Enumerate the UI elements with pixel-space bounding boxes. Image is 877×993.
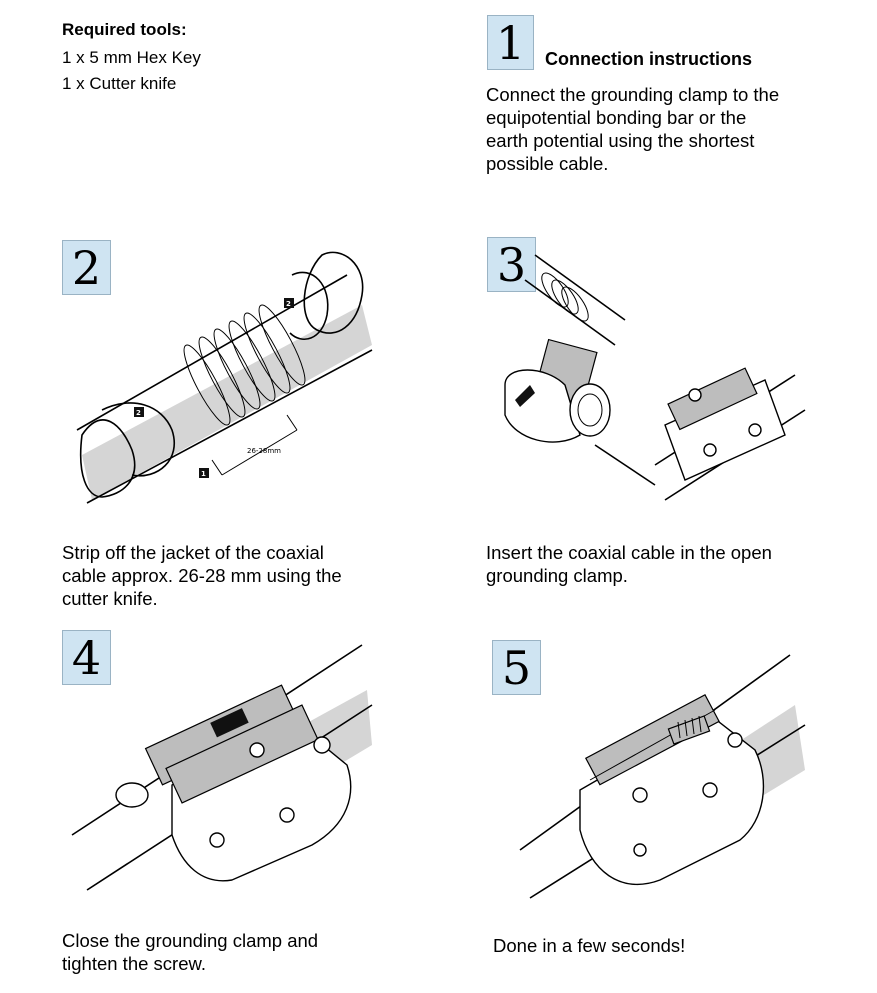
step-1-line: earth potential using the shortest xyxy=(486,130,755,151)
step-5-finished-clamp-illustration xyxy=(519,654,806,899)
jacket-tag-label: 2 xyxy=(136,409,141,417)
step-2-number: 2 xyxy=(62,240,111,295)
step-2-line: Strip off the jacket of the coaxial xyxy=(62,542,324,563)
step-2-text: Strip off the jacket of the coaxial cabl… xyxy=(62,541,342,610)
tool-item-hex-key: 1 x 5 mm Hex Key xyxy=(62,48,201,67)
step-5-line: Done in a few seconds! xyxy=(493,935,686,956)
tool-item-cutter-knife: 1 x Cutter knife xyxy=(62,74,177,93)
step-2-cable-stripping-illustration: 2 2 1 26-28mm xyxy=(76,251,373,504)
cut-point-tag-label: 1 xyxy=(201,470,206,478)
step-1-line: Connect the grounding clamp to the xyxy=(486,84,780,105)
step-2-line: cutter knife. xyxy=(62,588,158,609)
connection-instructions-title: Connection instructions xyxy=(545,49,752,69)
step-4-number: 4 xyxy=(62,630,111,685)
step-4-line: tighten the screw. xyxy=(62,953,206,974)
step-1-number: 1 xyxy=(487,15,534,70)
required-tools-title: Required tools: xyxy=(62,20,187,39)
step-3-insert-cable-illustration xyxy=(504,254,806,501)
step-1-line: possible cable. xyxy=(486,153,609,174)
jacket-tag-label: 2 xyxy=(286,300,291,308)
step-4-text: Close the grounding clamp and tighten th… xyxy=(62,929,318,975)
step-5-text: Done in a few seconds! xyxy=(493,934,685,957)
step-1-line: equipotential bonding bar or the xyxy=(486,107,747,128)
step-4-tighten-screw-illustration xyxy=(71,644,373,891)
step-3-text: Insert the coaxial cable in the open gro… xyxy=(486,541,772,587)
step-3-line: Insert the coaxial cable in the open xyxy=(486,542,772,563)
step-3-number: 3 xyxy=(487,237,536,292)
step-3-line: grounding clamp. xyxy=(486,565,628,586)
step-5-number: 5 xyxy=(492,640,541,695)
strip-length-label: 26-28mm xyxy=(247,447,281,455)
step-2-line: cable approx. 26-28 mm using the xyxy=(62,565,342,586)
step-1-text: Connect the grounding clamp to the equip… xyxy=(486,83,779,175)
step-4-line: Close the grounding clamp and xyxy=(62,930,319,951)
